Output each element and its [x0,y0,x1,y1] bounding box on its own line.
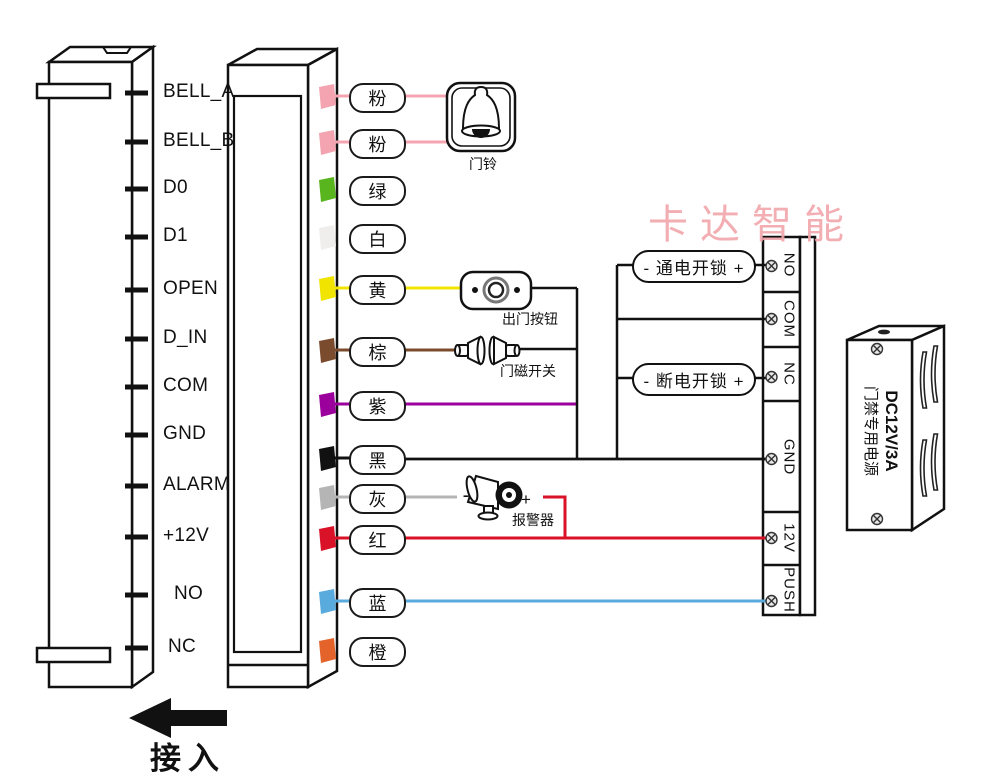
wire-pill-orange: 橙 [349,637,406,667]
port-label-open: OPEN [163,278,219,299]
reader-pin-ticks [125,90,148,651]
psu-top-hole [878,329,890,335]
port-label-d-in: D_IN [163,327,208,348]
terminal-label-nc: NC [780,362,798,386]
chip-yellow [319,276,336,301]
wire-pill-green: 绿 [349,176,406,206]
wire-pill-black: 黑 [349,445,406,475]
chip-orange [319,638,336,663]
mounting-slot-bottom [35,646,112,664]
exit-button-icon [459,270,533,311]
watermark: 卡达智能 [648,203,856,247]
chip-black [319,446,336,471]
port-label-alarm: ALARM [163,474,230,495]
wire-pill-pink-2: 粉 [349,129,406,159]
power-supply-spec: DC12V/3A [882,390,901,472]
access-arrow-label: 接入 [150,741,226,776]
wire-pill-purple: 紫 [349,391,406,421]
chip-pink-1 [319,84,336,109]
wire-pill-red: 红 [349,525,406,555]
chip-pink-2 [319,130,336,155]
access-arrow-icon [129,698,227,738]
alarm-siren-icon [465,474,523,521]
port-label-12v: +12V [163,525,210,546]
power-on-unlock-pill: - 通电开锁 + [632,250,756,283]
alarm-plus-sign: + [521,490,531,509]
port-label-bell-a: BELL_A [163,81,235,102]
doorbell-icon [445,81,517,153]
wiring [335,94,769,603]
wire-pill-yellow: 黄 [349,275,406,305]
power-off-unlock-pill: - 断电开锁 + [632,363,756,396]
psu-screws [870,342,884,526]
door-sensor-icon [454,335,521,366]
wire-pill-white: 白 [349,224,406,254]
port-label-gnd: GND [163,423,207,444]
port-label-com: COM [163,375,209,396]
chip-white [319,225,336,250]
wire-pill-blue: 蓝 [349,588,406,618]
wire-pill-pink-1: 粉 [349,83,406,113]
controller-device [226,46,339,690]
chip-gray [319,485,336,510]
power-supply-unit [845,324,946,533]
terminal-label-gnd: GND [780,438,798,476]
port-label-bell-b: BELL_B [163,130,235,151]
alarm-minus-sign: - [462,484,470,507]
terminal-label-com: COM [780,300,798,338]
port-label-d1: D1 [163,225,188,246]
chip-purple [319,392,336,417]
power-supply-label: DC12V/3A 门禁专用电源 [860,386,902,476]
black-circuit-lines [519,263,766,459]
reader-device [35,44,157,690]
chip-red [319,526,336,551]
terminal-screws [765,259,778,608]
chip-brown [319,338,336,363]
psu-vents [919,345,939,497]
terminal-label-12v: 12V [780,523,798,553]
terminal-label-push: PUSH [780,567,798,613]
alarm-label: 报警器 [512,512,554,528]
power-supply-name: 门禁专用电源 [862,385,879,477]
exit-button-label: 出门按钮 [502,311,558,327]
mounting-slot-top [35,82,112,100]
wire-pill-brown: 棕 [349,337,406,367]
chip-blue [319,589,336,614]
door-sensor-label: 门磁开关 [500,363,556,379]
port-label-nc: NC [168,636,197,657]
lock-terminal-block [761,235,817,617]
port-label-no: NO [174,583,204,604]
wire-color-chips [319,84,336,663]
wire-red-alarm-plus [543,495,567,538]
port-label-d0: D0 [163,177,188,198]
doorbell-label: 门铃 [469,156,497,172]
wire-pill-gray: 灰 [349,484,406,514]
terminal-label-no: NO [780,252,798,278]
chip-green [319,177,336,202]
